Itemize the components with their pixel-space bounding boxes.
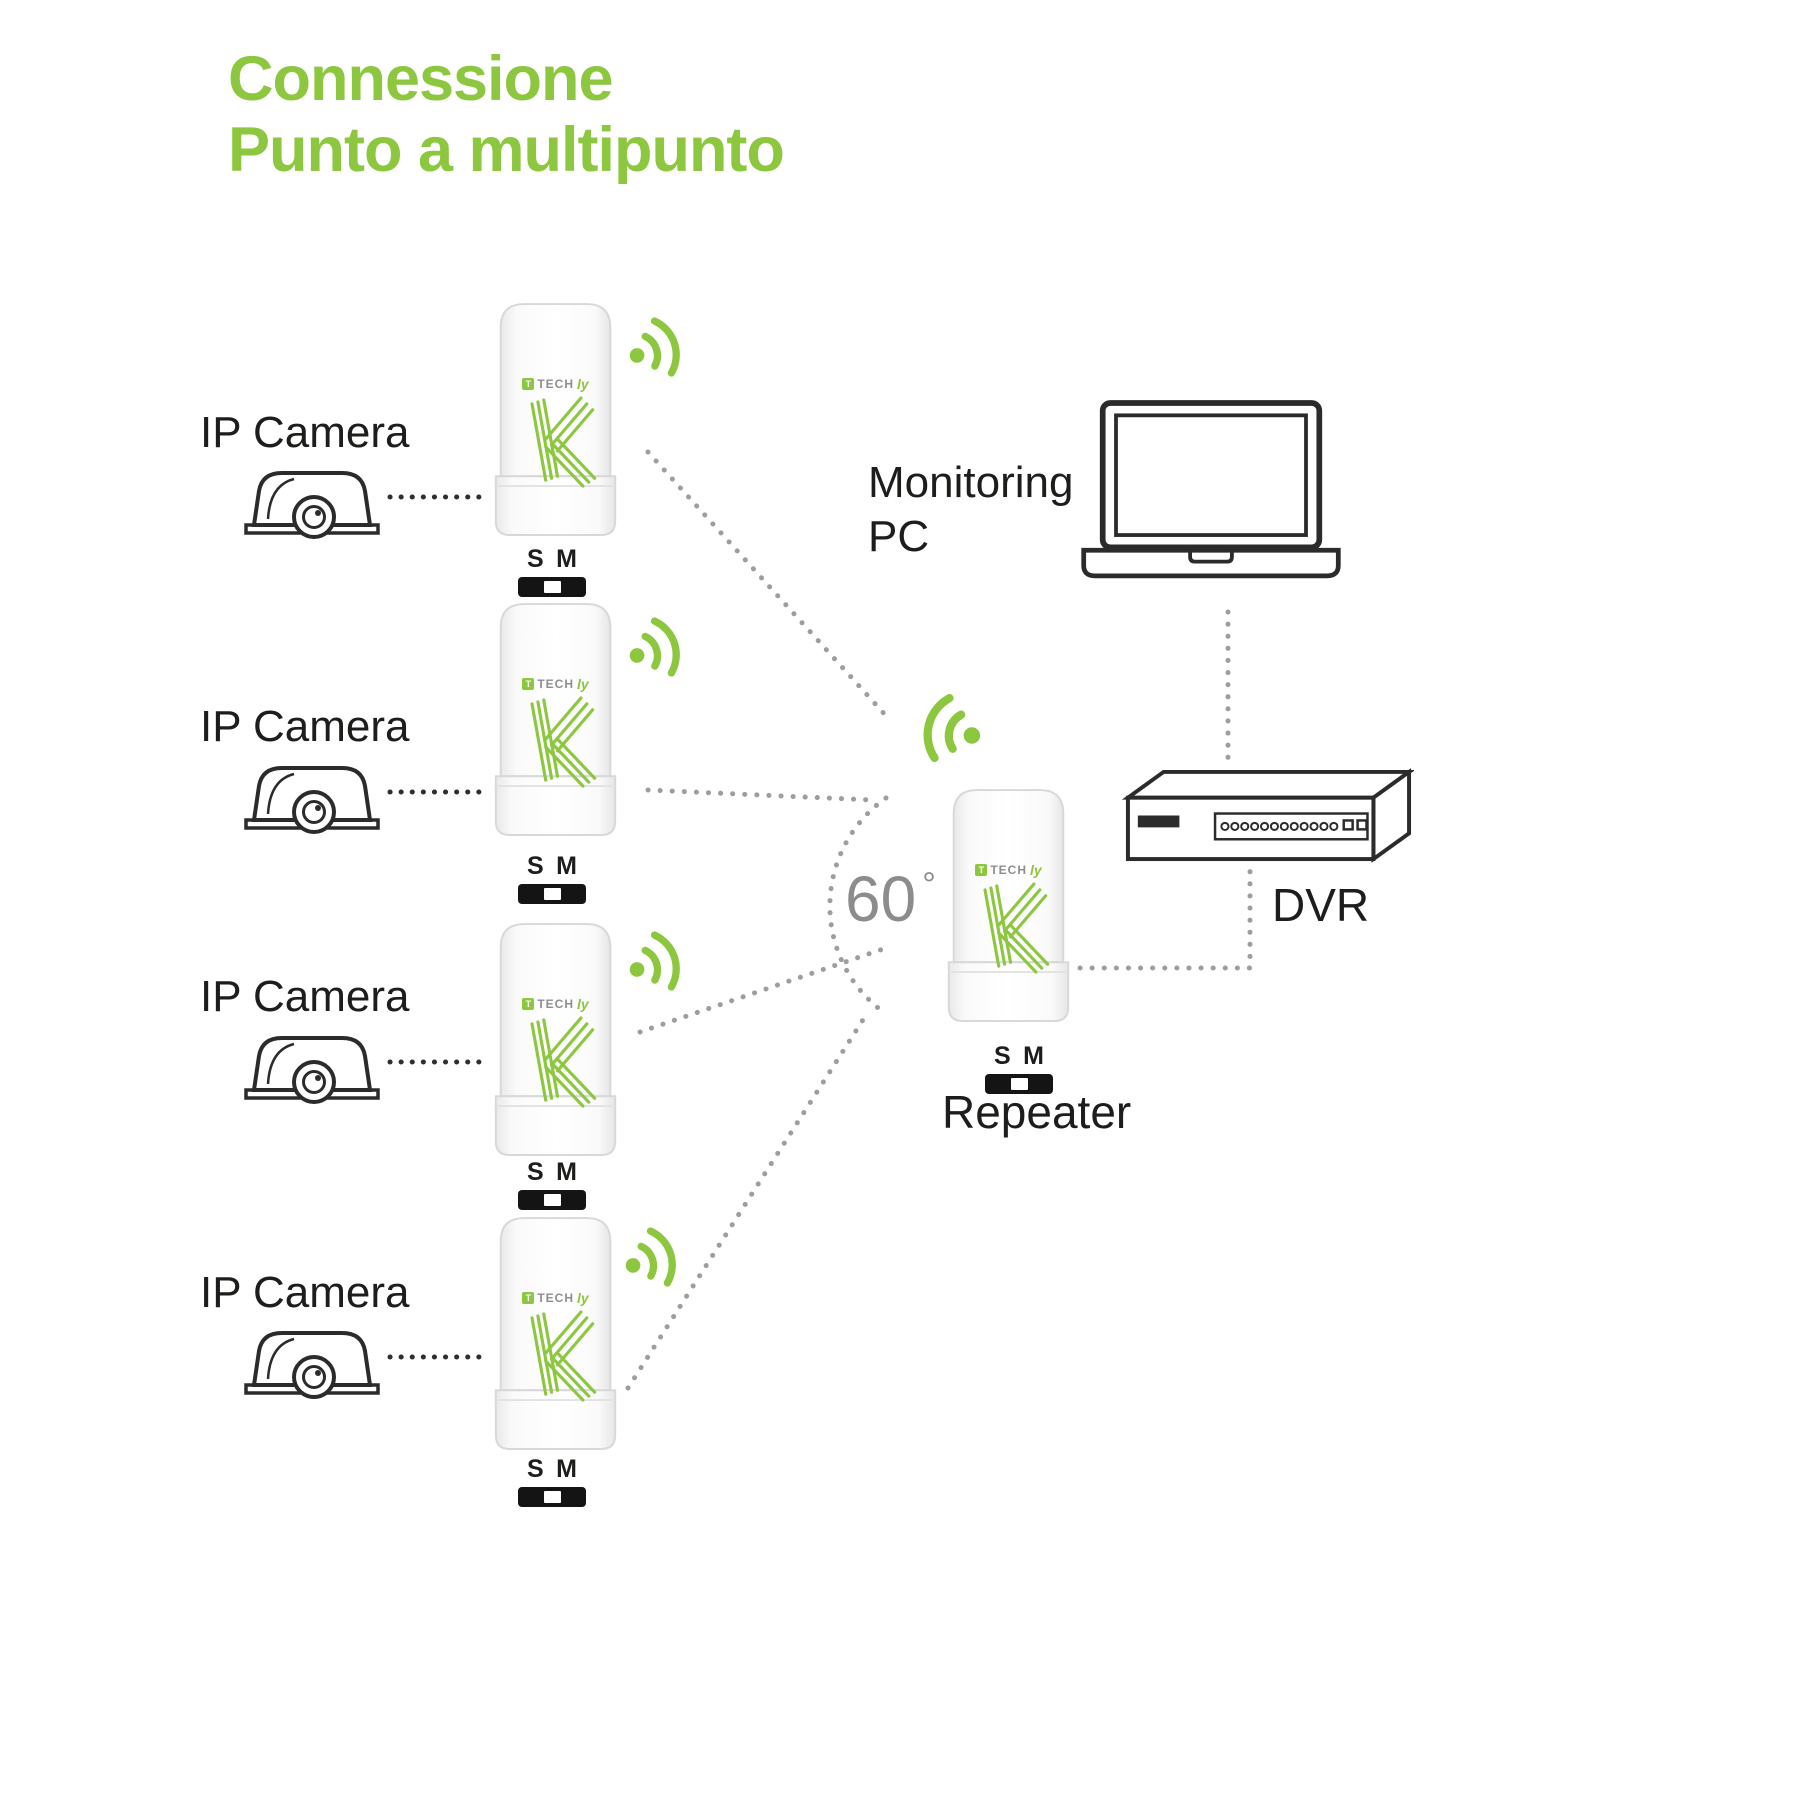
dvr-label: DVR bbox=[1272, 879, 1370, 931]
switch-s-label: S bbox=[527, 545, 544, 573]
ip-camera-3-label: IP Camera bbox=[200, 972, 410, 1021]
sm-switch-knob bbox=[544, 888, 561, 900]
ip-camera-1-label: IP Camera bbox=[200, 408, 410, 457]
ip-camera-4-label: IP Camera bbox=[200, 1268, 410, 1317]
brand-text-main: TECH bbox=[990, 863, 1027, 877]
coverage-angle-arc bbox=[827, 795, 889, 1017]
techly-logo-icon: T bbox=[522, 678, 535, 690]
degree-symbol: ° bbox=[922, 866, 936, 904]
dome-camera-2-icon bbox=[244, 766, 380, 834]
ap-1-body bbox=[494, 302, 617, 537]
sm-switch-knob bbox=[544, 581, 561, 593]
techly-logo-icon: T bbox=[975, 864, 988, 876]
brand-text-main: TECH bbox=[537, 997, 574, 1011]
brand-text-accent: ly bbox=[576, 996, 589, 1012]
dome-camera-4-icon bbox=[244, 1331, 380, 1399]
techly-logo-icon: T bbox=[522, 998, 535, 1010]
sm-switch-labels: S M bbox=[985, 1042, 1053, 1071]
ap-2-body bbox=[494, 602, 617, 837]
coverage-angle-label: 60 ° bbox=[845, 862, 936, 936]
switch-s-label: S bbox=[527, 1455, 544, 1483]
repeater-body bbox=[947, 788, 1070, 1023]
ap-2-sm-switch: S M bbox=[518, 852, 586, 904]
monitoring-pc-label-line1: Monitoring bbox=[868, 458, 1074, 507]
sm-switch-knob bbox=[544, 1491, 561, 1503]
switch-s-label: S bbox=[527, 1158, 544, 1186]
ip-camera-2-label: IP Camera bbox=[200, 702, 410, 751]
sm-switch-labels: S M bbox=[518, 1158, 586, 1187]
ap1-to-repeater-line bbox=[645, 449, 891, 721]
ap3-to-repeater-line bbox=[637, 945, 889, 1035]
sm-switch-slider bbox=[518, 577, 586, 597]
repeater-sm-switch: S M bbox=[985, 1042, 1053, 1094]
sm-switch-labels: S M bbox=[518, 1455, 586, 1484]
switch-m-label: M bbox=[1023, 1042, 1044, 1070]
switch-m-label: M bbox=[556, 1455, 577, 1483]
techly-logo-icon: T bbox=[522, 1292, 535, 1304]
ap-1-sm-switch: S M bbox=[518, 545, 586, 597]
repeater-label: Repeater bbox=[942, 1086, 1132, 1138]
switch-m-label: M bbox=[556, 545, 577, 573]
ap-4-sm-switch: S M bbox=[518, 1455, 586, 1507]
sm-switch-labels: S M bbox=[518, 545, 586, 574]
sm-switch-slider bbox=[518, 1190, 586, 1210]
sm-switch-slider bbox=[518, 884, 586, 904]
sm-switch-slider bbox=[985, 1074, 1053, 1094]
title-line2: Punto a multipunto bbox=[228, 115, 785, 186]
brand-text-accent: ly bbox=[576, 676, 589, 692]
laptop-icon bbox=[1078, 398, 1344, 598]
ap-3-sm-switch: S M bbox=[518, 1158, 586, 1210]
brand-text-main: TECH bbox=[537, 677, 574, 691]
monitoring-pc-label: Monitoring PC bbox=[868, 456, 1073, 563]
ap-4-body bbox=[494, 1216, 617, 1451]
dvr-icon bbox=[1125, 769, 1412, 862]
brand-text-accent: ly bbox=[1029, 862, 1042, 878]
repeater-to-dvr-line bbox=[1077, 861, 1253, 971]
title-line1: Connessione bbox=[228, 44, 614, 114]
ap-3-body bbox=[494, 922, 617, 1157]
brand-text-main: TECH bbox=[537, 1291, 574, 1305]
sm-switch-knob bbox=[544, 1194, 561, 1206]
ap4-to-repeater-line bbox=[625, 1009, 871, 1391]
sm-switch-slider bbox=[518, 1487, 586, 1507]
monitoring-pc-label-line2: PC bbox=[868, 511, 930, 561]
switch-m-label: M bbox=[556, 852, 577, 880]
sm-switch-labels: S M bbox=[518, 852, 586, 881]
brand-text-main: TECH bbox=[537, 377, 574, 391]
techly-logo-icon: T bbox=[522, 378, 535, 390]
dome-camera-3-icon bbox=[244, 1036, 380, 1104]
switch-m-label: M bbox=[556, 1158, 577, 1186]
switch-s-label: S bbox=[527, 852, 544, 880]
angle-value: 60 bbox=[845, 863, 917, 935]
dome-camera-1-icon bbox=[244, 471, 380, 539]
page-title: Connessione Punto a multipunto bbox=[228, 44, 785, 186]
ap2-to-repeater-line bbox=[645, 787, 875, 803]
brand-text-accent: ly bbox=[576, 1290, 589, 1306]
switch-s-label: S bbox=[994, 1042, 1011, 1070]
brand-text-accent: ly bbox=[576, 376, 589, 392]
sm-switch-knob bbox=[1011, 1078, 1028, 1090]
